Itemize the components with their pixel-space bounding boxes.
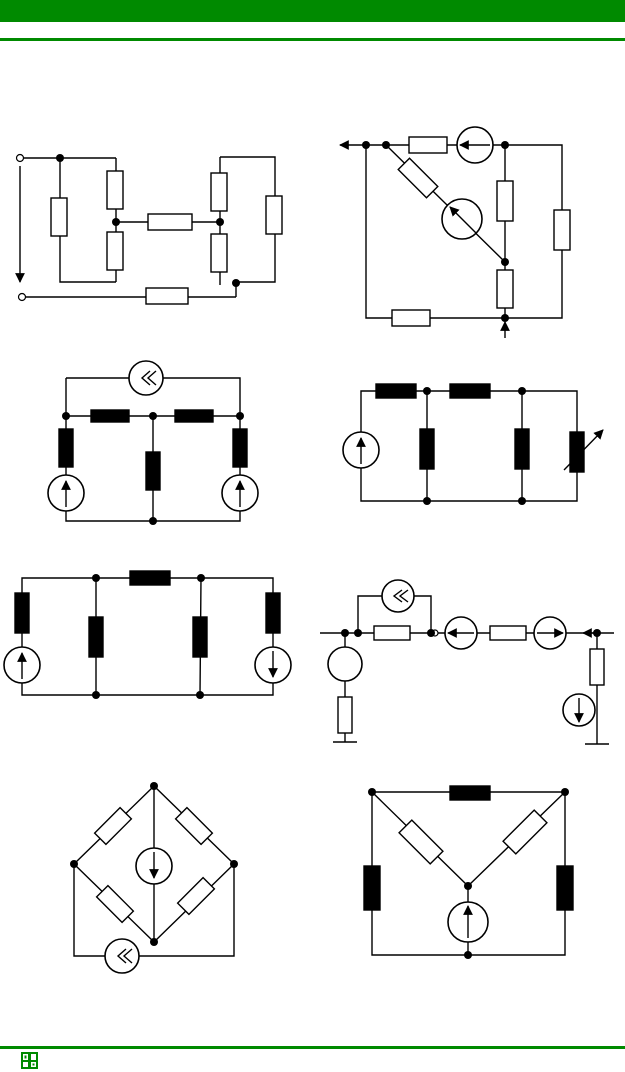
node — [501, 141, 509, 149]
node — [423, 387, 431, 395]
resistor — [145, 287, 189, 305]
resistor — [553, 209, 571, 251]
node — [518, 497, 526, 505]
resistor — [363, 865, 381, 911]
node — [501, 258, 509, 266]
resistor — [397, 157, 439, 199]
resistor — [496, 180, 514, 222]
current-source — [128, 360, 164, 396]
node — [56, 154, 64, 162]
resistor — [210, 172, 228, 212]
node — [149, 517, 157, 525]
node — [362, 141, 370, 149]
resistor — [106, 170, 124, 210]
node — [150, 938, 158, 946]
node — [464, 882, 472, 890]
node — [232, 279, 240, 287]
resistor — [147, 213, 193, 231]
resistor — [176, 876, 216, 916]
node — [368, 788, 376, 796]
resistor — [337, 696, 353, 734]
resistor — [129, 570, 171, 586]
header-band — [0, 0, 625, 22]
node — [216, 218, 224, 226]
resistor — [210, 233, 228, 273]
input-terminal-top — [15, 153, 25, 163]
node — [197, 574, 205, 582]
resistor — [419, 428, 435, 470]
circuit-7 — [70, 782, 238, 974]
resistor — [174, 409, 214, 423]
node — [92, 691, 100, 699]
resistor — [106, 231, 124, 271]
node — [561, 788, 569, 796]
current-source — [381, 579, 415, 613]
resistor — [408, 136, 448, 154]
resistor — [391, 309, 431, 327]
circuit-6 — [320, 579, 614, 745]
node — [149, 412, 157, 420]
node — [92, 574, 100, 582]
resistor — [174, 806, 214, 846]
circuit-5 — [3, 570, 292, 699]
node — [354, 629, 362, 637]
resistor — [14, 592, 30, 634]
circuit-3 — [47, 360, 259, 525]
node — [62, 412, 70, 420]
node — [150, 782, 158, 790]
resistor — [265, 592, 281, 634]
header-rule — [0, 38, 625, 41]
resistor — [556, 865, 574, 911]
resistor — [58, 428, 74, 468]
node — [464, 951, 472, 959]
resistor — [93, 806, 133, 846]
node — [427, 629, 435, 637]
node — [423, 497, 431, 505]
node — [196, 691, 204, 699]
resistor — [514, 428, 530, 470]
node — [70, 860, 78, 868]
current-source — [104, 938, 140, 974]
node — [382, 141, 390, 149]
resistor — [50, 197, 68, 237]
node — [230, 860, 238, 868]
node — [501, 314, 509, 322]
resistor — [145, 451, 161, 491]
circuit-8 — [363, 785, 574, 959]
resistor — [373, 625, 411, 641]
circuit-2 — [339, 126, 571, 338]
resistor — [489, 625, 527, 641]
resistor — [192, 616, 208, 658]
resistor — [589, 648, 605, 686]
input-terminal-bottom — [17, 292, 27, 302]
node — [236, 412, 244, 420]
node — [112, 218, 120, 226]
resistor — [496, 269, 514, 309]
variable-resistor — [569, 431, 585, 473]
circuit-1 — [15, 153, 283, 305]
resistor — [398, 819, 444, 865]
node — [593, 629, 601, 637]
source — [327, 646, 363, 682]
resistor — [449, 785, 491, 801]
resistor — [265, 195, 283, 235]
resistor — [90, 409, 130, 423]
footer-rule — [0, 1046, 625, 1049]
resistor — [95, 884, 135, 924]
resistor — [88, 616, 104, 658]
circuit-4 — [342, 383, 604, 505]
node — [518, 387, 526, 395]
resistor — [232, 428, 248, 468]
book-logo-icon — [21, 1052, 38, 1069]
resistor — [502, 809, 548, 855]
resistor — [375, 383, 417, 399]
node — [341, 629, 349, 637]
resistor — [449, 383, 491, 399]
